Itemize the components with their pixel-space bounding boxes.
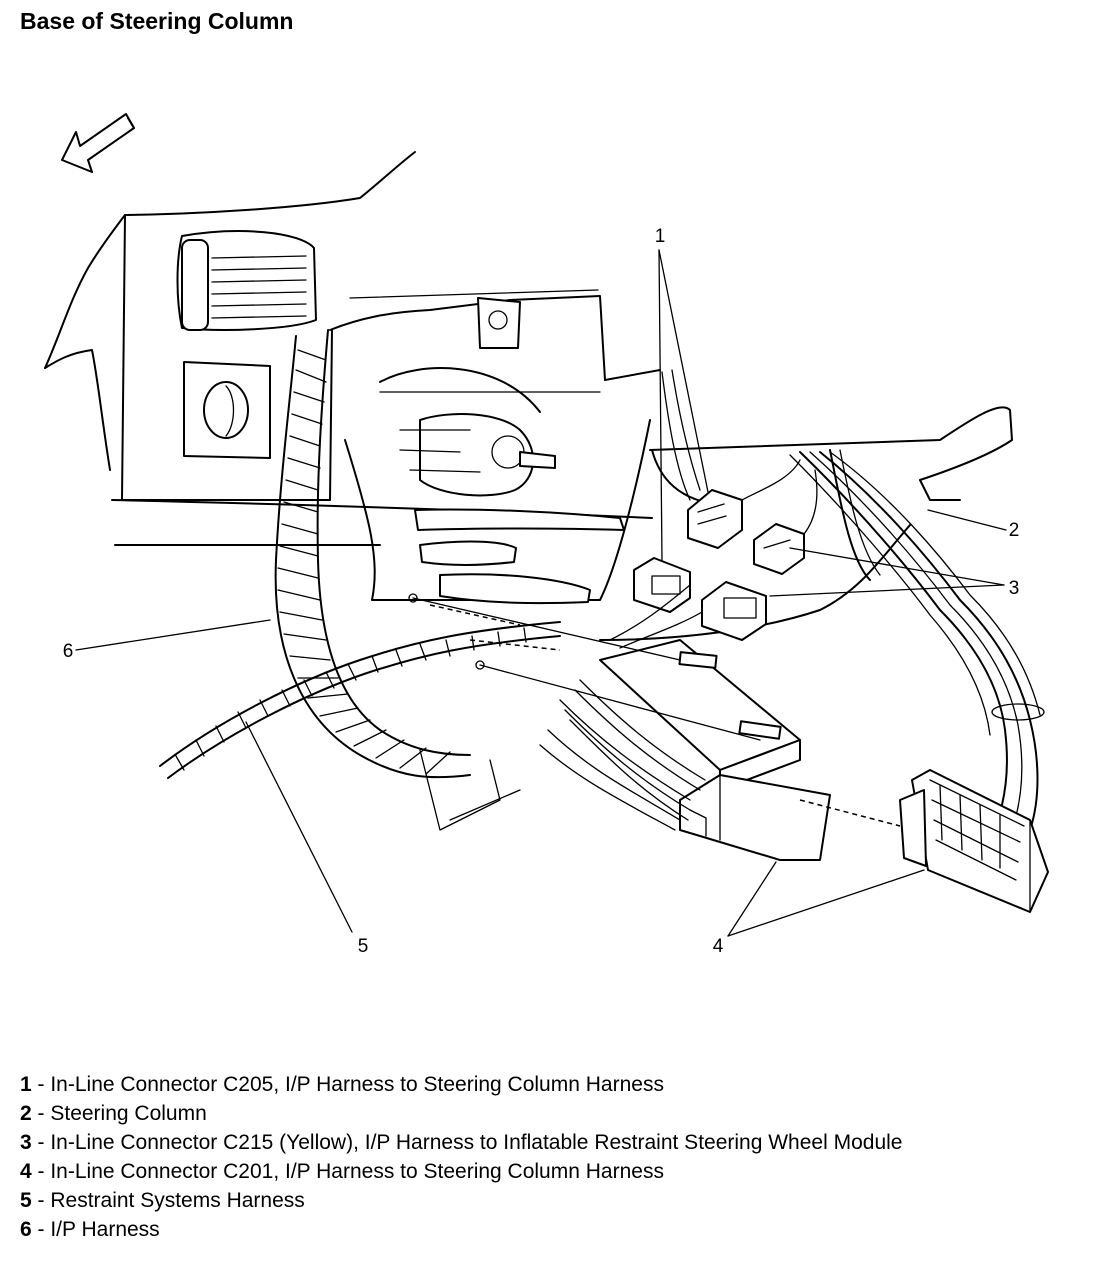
connector-c205-lower bbox=[633, 557, 691, 613]
callout-5: 5 bbox=[358, 936, 369, 957]
legend-item: 2 - Steering Column bbox=[20, 1102, 207, 1125]
steering-column-diagram: 1 2 3 4 5 6 bbox=[44, 113, 1049, 957]
headlamp-switch bbox=[183, 361, 271, 459]
callout-3: 3 bbox=[1009, 578, 1020, 599]
alignment-guides bbox=[408, 593, 901, 831]
leader-lines bbox=[75, 249, 1007, 937]
page-title: Base of Steering Column bbox=[20, 8, 294, 34]
legend-item: 6 - I/P Harness bbox=[20, 1218, 160, 1241]
restraint-systems-harness bbox=[159, 621, 561, 779]
legend-item: 1 - In-Line Connector C205, I/P Harness … bbox=[20, 1073, 664, 1096]
column-harness-bundle bbox=[789, 451, 1045, 831]
connector-c201-mate bbox=[899, 769, 1049, 913]
connector-c205-upper bbox=[687, 489, 743, 549]
callout-6: 6 bbox=[63, 641, 74, 662]
legend-item: 5 - Restraint Systems Harness bbox=[20, 1189, 305, 1212]
connector-c201-wires bbox=[539, 679, 706, 831]
vent-grille bbox=[176, 230, 317, 331]
connector-c201-block bbox=[599, 639, 831, 861]
legend-item: 4 - In-Line Connector C201, I/P Harness … bbox=[20, 1160, 664, 1183]
connector-c215-upper bbox=[753, 523, 805, 575]
steering-column-body bbox=[344, 297, 651, 605]
connector-wires bbox=[609, 369, 818, 649]
callout-2: 2 bbox=[1009, 520, 1020, 541]
ip-harness bbox=[274, 329, 471, 779]
connector-c215-lower bbox=[701, 581, 767, 641]
callout-4: 4 bbox=[713, 936, 724, 957]
steering-column-shaft bbox=[599, 369, 1013, 641]
legend-item: 3 - In-Line Connector C215 (Yellow), I/P… bbox=[20, 1131, 903, 1154]
dash-panel bbox=[44, 151, 653, 546]
callout-1: 1 bbox=[655, 226, 666, 247]
direction-arrow-icon bbox=[61, 113, 135, 173]
legend: 1 - In-Line Connector C205, I/P Harness … bbox=[20, 1070, 902, 1244]
